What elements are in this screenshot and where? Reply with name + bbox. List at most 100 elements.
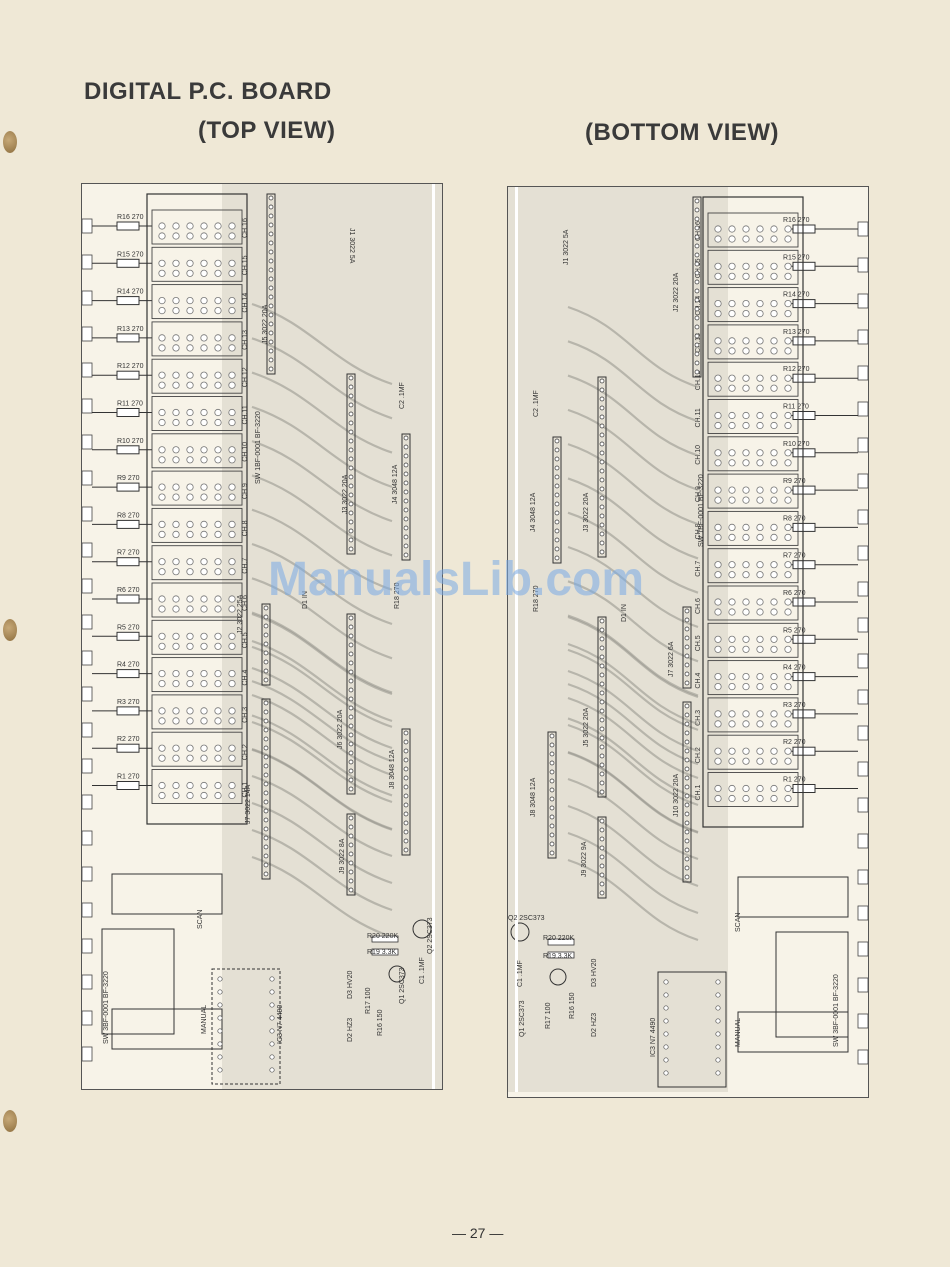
pad (770, 225, 778, 233)
pad (784, 225, 792, 233)
connector-pin (348, 768, 354, 774)
connector (346, 813, 356, 896)
connector-pin (348, 393, 354, 399)
pad (784, 682, 792, 691)
pad (714, 561, 722, 569)
connector-pin (348, 678, 354, 684)
connector (346, 373, 356, 555)
pad (756, 262, 764, 270)
resistor (116, 221, 140, 231)
connector-pin (348, 615, 354, 621)
pad (158, 344, 166, 352)
pcb-trace (567, 696, 699, 780)
connector-pin (694, 279, 700, 285)
connector-pin (599, 549, 605, 555)
pad (228, 605, 236, 613)
channel-block (707, 772, 799, 807)
pcb-trace (567, 804, 699, 888)
pad (714, 449, 722, 457)
pcb-trace (251, 302, 393, 386)
label-d2: D2 HZ3 (347, 1018, 354, 1042)
pad (728, 272, 736, 280)
pad (728, 710, 736, 718)
ic-pin (217, 1028, 223, 1034)
connector-pin (684, 635, 690, 641)
pad (214, 642, 222, 650)
connector-pin (599, 708, 605, 714)
pcb-trace (251, 693, 393, 777)
ic-pin (663, 1031, 669, 1037)
pad (742, 235, 750, 243)
connector-pin (268, 330, 274, 336)
pad (770, 411, 778, 420)
connector-pin (694, 225, 700, 231)
connector-pin (348, 438, 354, 444)
pad (784, 486, 792, 494)
pad (200, 754, 208, 762)
pad (742, 225, 750, 233)
pad (728, 747, 736, 755)
connector-pin (684, 775, 690, 781)
resistor (792, 597, 816, 607)
connector-pin (694, 306, 700, 312)
pad (728, 645, 736, 653)
pad (228, 754, 236, 762)
channel-label: CH.9 (242, 483, 249, 499)
ic-pin (269, 1041, 275, 1047)
channel-block (707, 734, 799, 770)
pad (784, 449, 792, 457)
pad (214, 493, 222, 501)
label-d2: D2 HZ3 (591, 1013, 598, 1037)
pad (200, 334, 208, 342)
ic-outline (211, 968, 281, 1085)
connector-pin (348, 687, 354, 693)
connector-pin (684, 703, 690, 709)
pad (714, 374, 722, 382)
pad (770, 757, 778, 765)
pcb-trace (567, 374, 699, 457)
edge-finger (82, 974, 93, 990)
label-sw1: SW 1BF-0001 BF-3220 (255, 411, 262, 484)
channel-label: CH.1 (242, 781, 249, 797)
channel-block (151, 731, 243, 767)
switch-body (775, 931, 849, 1038)
connector-pin (684, 829, 690, 835)
pcb-trace (567, 831, 699, 915)
pad (756, 608, 764, 616)
connector-pin (549, 832, 555, 838)
pad (728, 421, 736, 430)
scan-switch (737, 876, 849, 918)
label-r16b: R16 150 (569, 992, 576, 1019)
edge-finger (82, 830, 93, 846)
ic-pin (269, 1054, 275, 1060)
pad (770, 384, 778, 392)
connector-pin (403, 498, 409, 504)
pad (228, 595, 236, 603)
pad (756, 533, 764, 541)
pad (714, 235, 722, 243)
connector-pin (599, 890, 605, 896)
pcb-trace (567, 750, 699, 834)
label-r17: R17 100 (365, 987, 372, 1014)
pad (742, 374, 750, 382)
connector-pin (348, 492, 354, 498)
pad (172, 222, 180, 230)
pad (172, 381, 180, 389)
connector (346, 613, 356, 795)
label-r19: R19 3.3K (543, 953, 573, 960)
pad (158, 222, 166, 230)
connector-pin (263, 650, 269, 656)
channel-label: CH.10 (242, 442, 249, 462)
connector-pin (348, 474, 354, 480)
label-j2: J2 3022 25A (237, 594, 244, 634)
connector (692, 196, 702, 378)
connector-pin (554, 447, 560, 453)
channel-block (707, 473, 799, 509)
connector-pin (684, 730, 690, 736)
pcb-trace (251, 474, 393, 557)
pcb-trace (251, 337, 393, 420)
label-j4: J4 3048 12A (530, 492, 537, 532)
label-r19: R19 3.3K (367, 949, 397, 956)
